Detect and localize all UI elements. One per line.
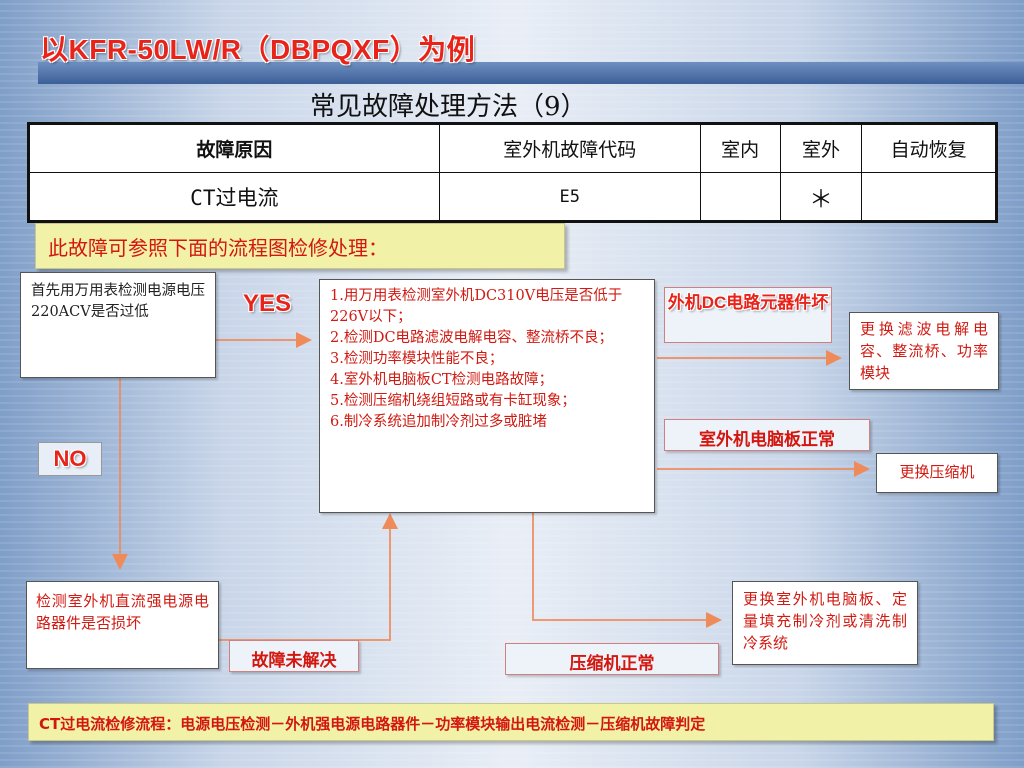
check-step: 2.检测DC电路滤波电解电容、整流桥不良；: [330, 330, 614, 346]
check-dc-supply-box: 检测室外机直流强电源电路器件是否损坏: [26, 581, 219, 669]
table-cell: CT过电流: [28, 172, 440, 222]
replace-compressor-text: 更换压缩机: [899, 463, 975, 481]
check-step: 3.检测功率模块性能不良；: [330, 351, 504, 367]
footer-text: 过电流检修流程：电源电压检测－外机强电源电路器件－功率模块输出电流检测－压缩机故…: [60, 715, 706, 733]
table-header-cell: 室外机故障代码: [438, 123, 701, 173]
table-row: CT过电流 E5 ＊: [28, 172, 997, 222]
board-normal-label: 室外机电脑板正常: [664, 419, 870, 451]
table-cell: E5: [438, 172, 701, 222]
table-header-cell: 室外: [779, 123, 863, 173]
footer-summary: CT过电流检修流程：电源电压检测－外机强电源电路器件－功率模块输出电流检测－压缩…: [28, 703, 994, 741]
table-header-row: 故障原因 室外机故障代码 室内 室外 自动恢复: [28, 123, 997, 173]
table-cell: [699, 172, 781, 222]
table-header-cell: 自动恢复: [861, 123, 997, 173]
check-steps-box: 1.用万用表检测室外机DC310V电压是否低于226V以下； 2.检测DC电路滤…: [319, 279, 655, 513]
replace-filter-box: 更换滤波电解电容、整流桥、功率模块: [849, 312, 999, 390]
footer-prefix: CT: [39, 715, 61, 733]
dc-fault-label: 外机DC电路元器件坏: [664, 287, 832, 343]
compressor-normal-label: 压缩机正常: [505, 643, 719, 675]
check-step: 1.用万用表检测室外机DC310V电压是否低于226V以下；: [330, 288, 623, 325]
start-check-box: 首先用万用表检测电源电压220ACV是否过低: [20, 272, 216, 378]
check-dc-supply-text: 检测室外机直流强电源电路器件是否损坏: [36, 592, 209, 632]
page-subtitle: 常见故障处理方法（9）: [310, 92, 587, 122]
check-step: 5.检测压缩机绕组短路或有卡缸现象；: [330, 393, 576, 409]
instruction-banner: 此故障可参照下面的流程图检修处理：: [35, 223, 565, 269]
replace-filter-text: 更换滤波电解电容、整流桥、功率模块: [860, 320, 988, 382]
fault-table: 故障原因 室外机故障代码 室内 室外 自动恢复 CT过电流 E5 ＊: [27, 122, 998, 223]
replace-board-box: 更换室外机电脑板、定量填充制冷剂或清洗制冷系统: [732, 581, 918, 665]
check-step: 4.室外机电脑板CT检测电路故障；: [330, 372, 554, 388]
unresolved-label: 故障未解决: [229, 640, 359, 672]
replace-board-text: 更换室外机电脑板、定量填充制冷剂或清洗制冷系统: [743, 590, 907, 652]
header-bar: [38, 62, 1024, 84]
page-title: 以KFR-50LW/R（DBPQXF）为例: [40, 34, 476, 65]
no-label: NO: [38, 442, 102, 476]
table-cell: ＊: [779, 172, 863, 222]
start-check-text: 首先用万用表检测电源电压220ACV是否过低: [31, 283, 205, 320]
yes-label: YES: [242, 290, 292, 317]
replace-compressor-box: 更换压缩机: [876, 453, 998, 493]
table-cell: [861, 172, 997, 222]
check-step: 6.制冷系统追加制冷剂过多或脏堵: [330, 414, 547, 430]
